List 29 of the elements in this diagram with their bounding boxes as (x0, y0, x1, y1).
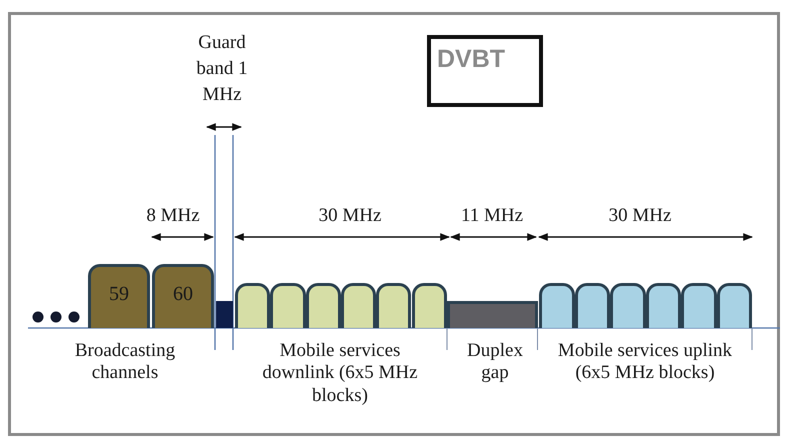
title-text: DVBT (437, 45, 506, 74)
channel-block (716, 283, 752, 328)
channel-block (88, 264, 150, 328)
channel-number: 60 (172, 283, 194, 306)
band-label: Broadcasting channels (74, 340, 176, 385)
channel-block (539, 283, 574, 328)
channel-block (152, 264, 214, 328)
band-bar (447, 301, 538, 328)
channel-block (235, 283, 270, 328)
dimension-label: 11 MHz (460, 205, 524, 228)
channel-block (646, 283, 681, 328)
channel-block (610, 283, 646, 328)
channel-block (340, 283, 376, 328)
dimension-label: 30 MHz (318, 205, 382, 228)
band-label: Duplex gap (466, 340, 524, 385)
band-label: Mobile services downlink (6x5 MHz blocks) (261, 340, 419, 408)
title-box (427, 35, 543, 107)
dimension-label: Guard band 1 MHz (195, 31, 249, 108)
channel-block (574, 283, 610, 328)
channel-block (376, 283, 412, 328)
dimension-label: 8 MHz (145, 205, 201, 228)
band-label: Mobile services uplink (6x5 MHz blocks) (556, 340, 734, 385)
channel-block (412, 283, 447, 328)
band-bar (216, 301, 233, 328)
channel-block (270, 283, 306, 328)
dimension-label: 30 MHz (608, 205, 672, 228)
channel-block (306, 283, 341, 328)
channel-number: 59 (108, 283, 130, 306)
channel-block (681, 283, 716, 328)
